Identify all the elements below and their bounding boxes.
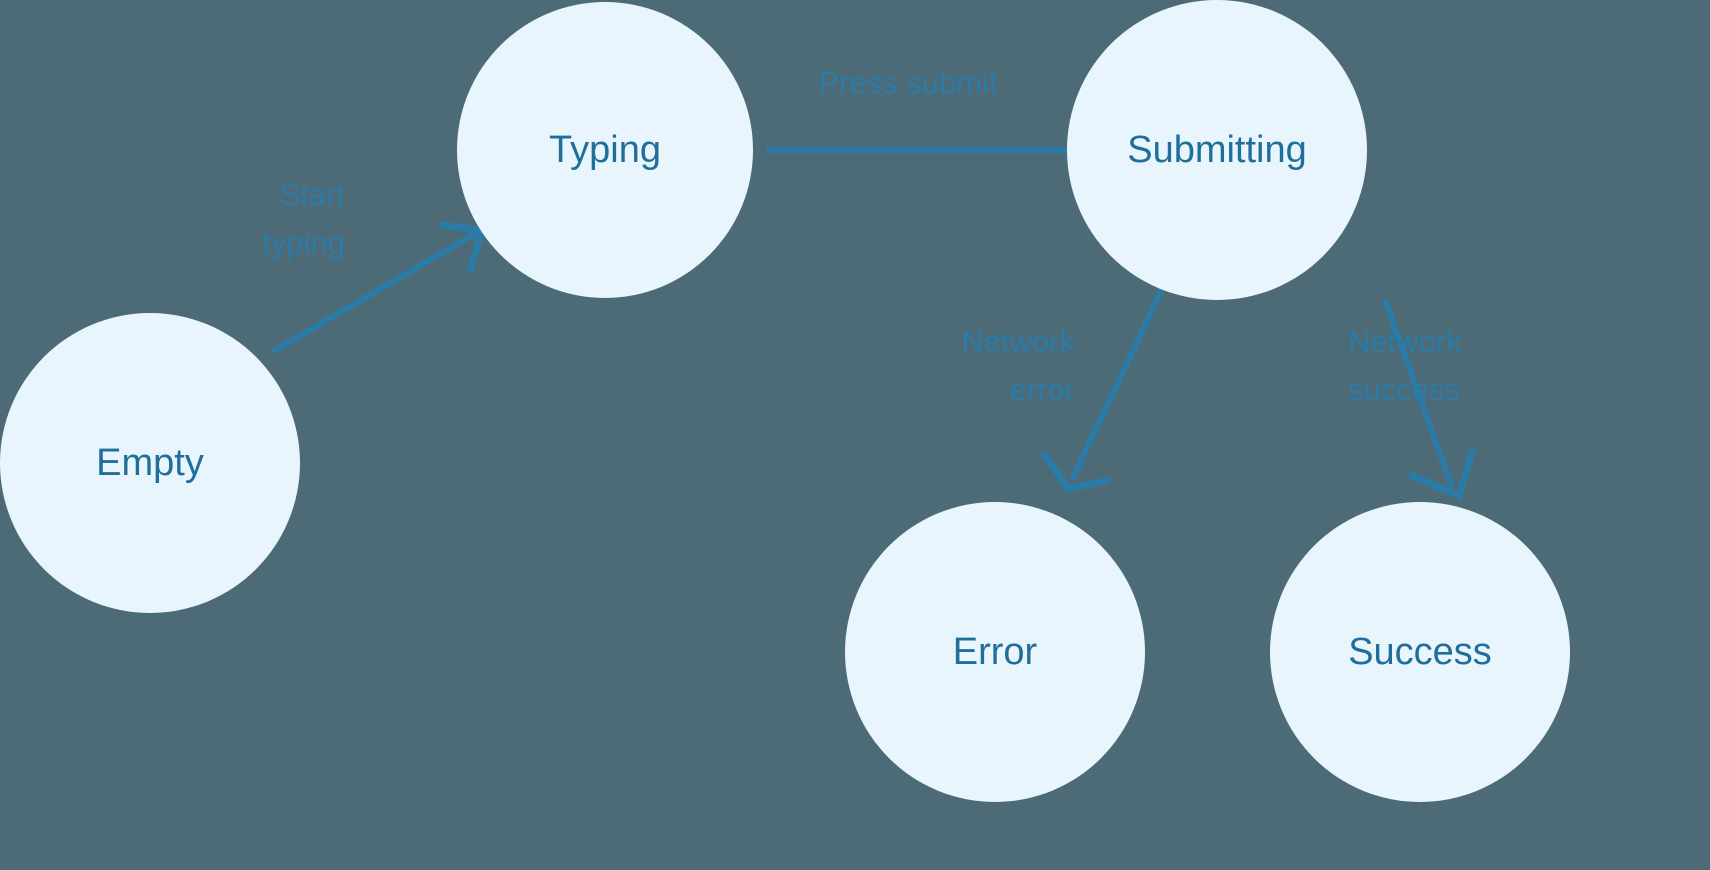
edge-label-line: success [1348, 372, 1460, 407]
edge-label-typing-to-submitting: Press submit [818, 65, 998, 100]
edge-label-line: typing [262, 225, 345, 260]
edge-label-line: Start [280, 177, 346, 212]
state-node-empty[interactable]: Empty [0, 313, 300, 613]
edge-line-submitting-to-error [1069, 285, 1166, 482]
state-node-error[interactable]: Error [845, 502, 1145, 802]
state-node-submitting[interactable]: Submitting [1067, 0, 1367, 300]
state-node-label-submitting: Submitting [1127, 129, 1307, 171]
edge-label-line: error [1010, 372, 1075, 407]
edge-line-submitting-to-success [1382, 298, 1455, 489]
arrowhead-icon-submitting-to-success [1407, 448, 1477, 501]
edge-line-empty-to-typing [270, 229, 480, 355]
state-node-label-success: Success [1348, 631, 1492, 673]
edge-label-empty-to-typing: Start typing [262, 177, 345, 260]
arrowhead-icon-submitting-to-error [1040, 450, 1111, 493]
edge-label-line: Press submit [818, 65, 998, 100]
edge-label-submitting-to-error: Network error [961, 324, 1075, 407]
state-node-label-empty: Empty [96, 442, 204, 484]
edge-submitting-to-error [1040, 285, 1166, 493]
state-node-label-typing: Typing [549, 129, 661, 171]
state-node-circle-error[interactable] [845, 502, 1145, 802]
edge-label-line: Network [961, 324, 1075, 359]
state-node-circle-submitting[interactable] [1067, 0, 1367, 300]
edge-label-submitting-to-success: Network success [1348, 324, 1462, 407]
state-node-typing[interactable]: Typing [457, 2, 753, 298]
state-node-label-error: Error [953, 631, 1038, 673]
state-node-circle-success[interactable] [1270, 502, 1570, 802]
edge-submitting-to-success [1382, 298, 1477, 501]
state-node-circle-empty[interactable] [0, 313, 300, 613]
state-node-success[interactable]: Success [1270, 502, 1570, 802]
state-node-circle-typing[interactable] [457, 2, 753, 298]
edge-label-line: Network [1348, 324, 1462, 359]
